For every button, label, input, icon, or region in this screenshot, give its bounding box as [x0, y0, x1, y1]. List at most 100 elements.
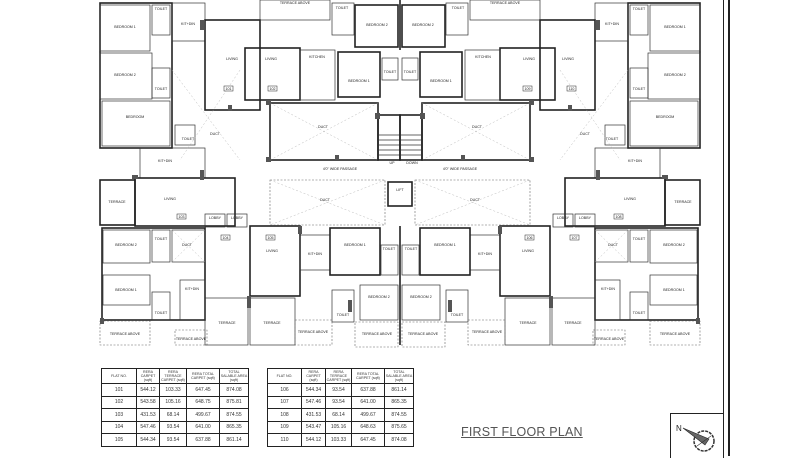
room-toilet	[629, 291, 649, 321]
table-cell: 93.54	[159, 420, 187, 434]
room-bedroom-1	[649, 4, 701, 52]
room-toilet	[380, 244, 399, 276]
table-cell: 647.45	[351, 433, 385, 447]
room-toilet	[629, 67, 649, 99]
drawing-title: FIRST FLOOR PLAN	[461, 425, 583, 439]
table-cell: 547.46	[136, 420, 160, 434]
col-rera-terrace: RERA TERRACE CARPET (sqft)	[325, 368, 352, 384]
label-terrace: TERRACE	[674, 200, 692, 204]
label-toilet: TOILET	[633, 7, 646, 11]
label-bedroom-1: BEDROOM 1	[115, 288, 137, 292]
label-toilet: TOILET	[337, 313, 350, 317]
label-duct: DUCT	[318, 125, 329, 129]
table-cell: 875.81	[219, 395, 249, 409]
label-bedroom-1: BEDROOM 1	[434, 243, 456, 247]
room-kitdin	[594, 279, 621, 321]
col-total-salable: TOTAL SALABLE AREA (sqft)	[384, 368, 414, 384]
room-toilet	[629, 229, 649, 263]
label-toilet: TOILET	[606, 137, 619, 141]
label-bedroom-2: BEDROOM 2	[114, 73, 136, 77]
table-cell: 105.16	[159, 395, 187, 409]
label-terrace-above: TERRACE ABOVE	[176, 337, 207, 341]
room-terrace-above	[467, 319, 506, 346]
table-cell: 102	[101, 395, 137, 409]
table-cell: 874.55	[219, 408, 249, 422]
room-lobby	[226, 213, 248, 228]
table-cell: 431.53	[136, 408, 160, 422]
label-up: UP	[390, 161, 396, 165]
floor-plan-west-wing: BEDROOM 1 BEDROOM 2 BEDROOM TOILET TOILE…	[99, 0, 401, 348]
label-terrace: TERRACE	[263, 321, 281, 325]
table-cell: 105	[101, 433, 137, 447]
label-toilet: TOILET	[155, 237, 168, 241]
room-toilet	[445, 289, 469, 323]
lift	[387, 181, 413, 207]
table-cell: 108	[267, 408, 302, 422]
room-duct	[594, 229, 629, 263]
room-toilet	[331, 2, 355, 36]
label-living: LIVING	[265, 57, 277, 61]
room-terrace-above	[354, 321, 399, 348]
table-cell: 499.67	[186, 408, 220, 422]
room-toilet	[604, 124, 626, 146]
label-kitchen: KITCHEN	[475, 55, 491, 59]
room-toilet	[629, 4, 649, 36]
room-bedroom-1	[649, 274, 698, 306]
table-cell: 861.14	[219, 433, 249, 447]
label-kitdin: KIT+DIN	[605, 22, 619, 26]
label-terrace-above: TERRACE ABOVE	[660, 332, 691, 336]
room-lobby	[574, 213, 596, 228]
room-living	[244, 47, 301, 101]
flat-tag: 103	[179, 215, 185, 219]
label-living: LIVING	[266, 249, 278, 253]
north-arrow-box: N	[670, 413, 724, 458]
room-bedroom-2	[359, 284, 399, 321]
label-bedroom-2: BEDROOM 2	[663, 243, 685, 247]
room-bedroom-2	[401, 284, 441, 321]
label-bedroom-2: BEDROOM 2	[368, 295, 390, 299]
table-cell: 544.12	[301, 433, 326, 447]
room-terrace-above	[174, 329, 208, 346]
table-cell: 499.67	[351, 408, 385, 422]
room-bedroom-1	[329, 227, 381, 276]
table-cell: 647.45	[186, 383, 220, 397]
label-duct: DUCT	[580, 132, 591, 136]
label-kitdin: KIT+DIN	[181, 22, 195, 26]
label-toilet: TOILET	[155, 7, 168, 11]
label-bedroom-1: BEDROOM 1	[664, 25, 686, 29]
table-cell: 103.33	[325, 433, 352, 447]
flat-tags: 101 102 103 104 105 106 107 108 109 110	[176, 85, 624, 241]
col-flat-no: FLAT NO.	[101, 368, 137, 384]
room-living	[134, 177, 236, 227]
room-bedroom-1	[419, 51, 463, 98]
label-kitdin: KIT+DIN	[628, 159, 642, 163]
label-terrace-above: TERRACE ABOVE	[408, 332, 439, 336]
staircase	[377, 114, 401, 161]
room-living	[539, 19, 596, 111]
col-rera-carpet: RERA CARPET (sqft)	[301, 368, 326, 384]
label-toilet: TOILET	[155, 311, 168, 315]
col-rera-total: RERA TOTAL CARPET (sqft)	[351, 368, 385, 384]
label-duct: DUCT	[182, 243, 193, 247]
col-total-salable: TOTAL SALABLE AREA (sqft)	[219, 368, 249, 384]
table-cell: 431.53	[301, 408, 326, 422]
label-terrace: TERRACE	[564, 321, 582, 325]
table-cell: 93.54	[325, 395, 352, 409]
table-cell: 874.08	[219, 383, 249, 397]
room-toilet	[174, 124, 196, 146]
room-kitchen	[464, 49, 501, 101]
north-label: N	[676, 424, 682, 433]
label-duct: DUCT	[210, 132, 221, 136]
room-toilet	[401, 244, 420, 276]
label-terrace-above: TERRACE ABOVE	[490, 1, 521, 5]
col-rera-carpet: RERA CARPET (sqft)	[136, 368, 160, 384]
flat-tag: 109	[525, 87, 531, 91]
table-cell: 637.88	[186, 433, 220, 447]
room-terrace	[204, 297, 249, 346]
